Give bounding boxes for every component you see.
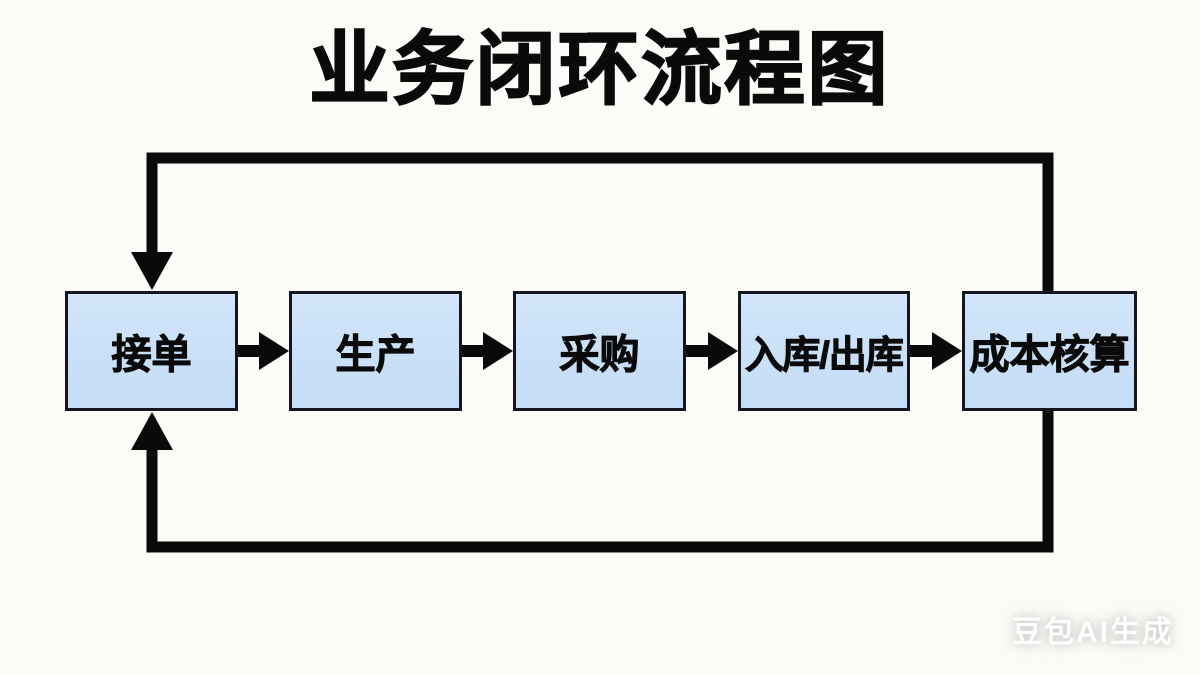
flow-step-order-label: 接单: [111, 333, 192, 378]
feedback-loop-top-arrowhead-icon: [131, 252, 173, 290]
arrow-head-icon: [708, 332, 738, 370]
arrow-production-to-procurement: [462, 332, 513, 370]
arrow-warehouse-to-costing: [910, 332, 962, 370]
flow-step-production: 生产: [289, 291, 462, 411]
flow-step-costing-label: 成本核算: [969, 333, 1130, 378]
diagram-title: 业务闭环流程图: [309, 25, 891, 115]
arrow-procurement-to-warehouse: [686, 332, 738, 370]
arrow-head-icon: [259, 332, 289, 370]
arrow-head-icon: [932, 332, 962, 370]
flow-step-production-label: 生产: [335, 333, 416, 378]
flow-step-procurement: 采购: [513, 291, 686, 411]
flow-step-order: 接单: [65, 291, 238, 411]
flow-step-warehouse: 入库/出库: [738, 291, 910, 411]
feedback-loop-bottom-line: [146, 410, 1054, 553]
arrow-order-to-production: [238, 332, 289, 370]
flow-step-warehouse-label: 入库/出库: [745, 334, 905, 377]
feedback-loop-bottom: [131, 410, 1054, 553]
feedback-loop-top: [131, 152, 1054, 292]
arrow-head-icon: [483, 332, 513, 370]
feedback-loop-top-line: [146, 152, 1054, 292]
feedback-loop-bottom-arrowhead-icon: [131, 412, 173, 450]
ai-generated-watermark: 豆包AI生成: [1012, 616, 1174, 649]
flow-step-procurement-label: 采购: [559, 333, 640, 378]
flow-step-costing: 成本核算: [962, 291, 1137, 411]
